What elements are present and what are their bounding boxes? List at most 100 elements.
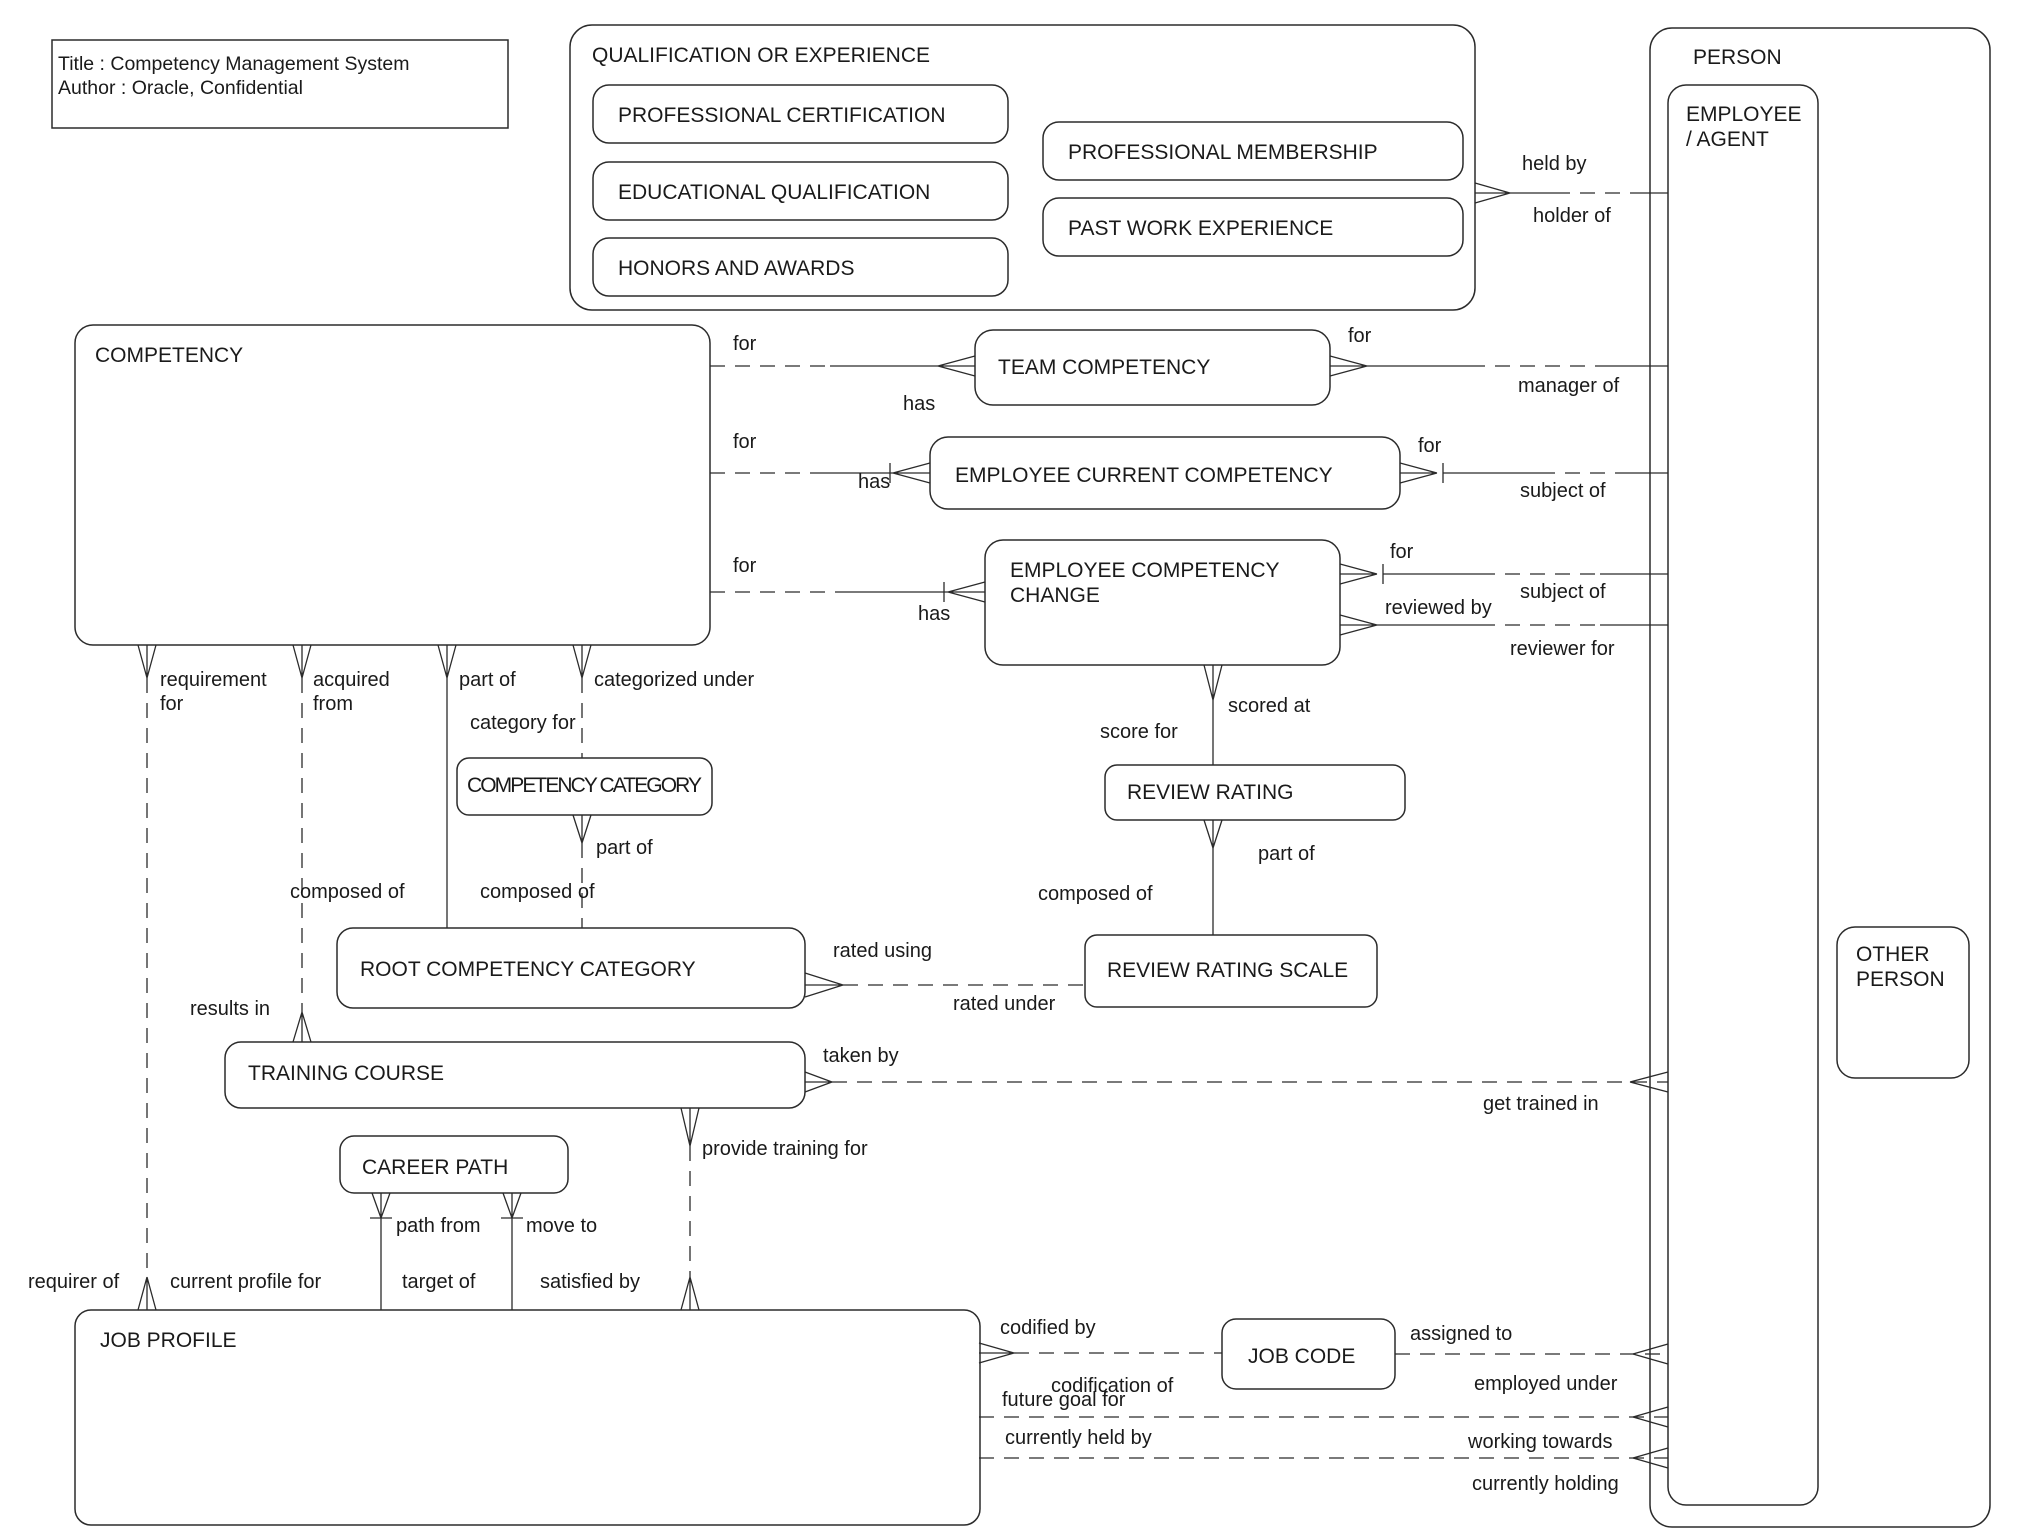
label-other-person-line2: PERSON <box>1856 968 1945 991</box>
label-person: PERSON <box>1693 46 1782 69</box>
crowfoot-path-from <box>371 1192 391 1219</box>
entity-past-work-experience <box>1042 197 1464 257</box>
rel-satisfied-by: satisfied by <box>540 1271 640 1293</box>
crowfoot-requirer-of <box>137 1276 157 1311</box>
diagram-title-text: Title : Competency Management System <box>58 53 410 75</box>
rel-for-team-right: for <box>1348 325 1372 347</box>
entity-educational-qualification <box>592 161 1009 221</box>
label-review-rating-scale: REVIEW RATING SCALE <box>1107 959 1348 982</box>
entity-training-course <box>224 1041 806 1109</box>
rel-held-by: held by <box>1522 153 1587 175</box>
label-past-work-experience: PAST WORK EXPERIENCE <box>1068 217 1333 240</box>
diagram-author-text: Author : Oracle, Confidential <box>58 77 303 99</box>
label-training-course: TRAINING COURSE <box>248 1062 444 1085</box>
rel-for-team-left: for <box>733 333 757 355</box>
rel-subject-of-2: subject of <box>1520 581 1606 603</box>
crowfoot-categorized-under <box>572 644 592 679</box>
crowfoot-team-left <box>937 355 976 377</box>
entity-employee-competency-change <box>984 539 1341 666</box>
rel-categorized-under: categorized under <box>594 669 754 691</box>
rel-move-to: move to <box>526 1215 597 1237</box>
rel-path-from: path from <box>396 1215 480 1237</box>
label-competency: COMPETENCY <box>95 344 243 367</box>
crowfoot-move-to <box>502 1192 522 1219</box>
label-employee-current-competency: EMPLOYEE CURRENT COMPETENCY <box>955 464 1333 487</box>
rel-for-ecc-right: for <box>1418 435 1442 457</box>
rel-reviewer-for: reviewer for <box>1510 638 1615 660</box>
entity-team-competency <box>974 329 1331 406</box>
crowfoot-codified-by <box>978 1342 1015 1364</box>
crowfoot-ecc-right <box>1399 462 1438 484</box>
rel-future-goal-for: future goal for <box>1002 1389 1126 1411</box>
crowfoot-satisfied-by <box>680 1276 700 1311</box>
relationship-lines <box>137 182 1669 1469</box>
rel-scored-at: scored at <box>1228 695 1311 717</box>
crowfoot-change-right-bottom <box>1339 614 1378 636</box>
label-employee-competency-change-line1: EMPLOYEE COMPETENCY <box>1010 559 1280 582</box>
rel-composed-of-root2: composed of <box>480 881 595 903</box>
rel-currently-held-by: currently held by <box>1005 1427 1152 1449</box>
rel-category-for: category for <box>470 712 576 734</box>
crowfoot-part-of-category <box>572 814 592 844</box>
crowfoot-rating-part-of <box>1203 819 1223 849</box>
rel-results-in: results in <box>190 998 270 1020</box>
label-job-code: JOB CODE <box>1248 1345 1355 1368</box>
rel-employed-under: employed under <box>1474 1373 1618 1395</box>
rel-subject-of-1: subject of <box>1520 480 1606 502</box>
label-root-competency-category: ROOT COMPETENCY CATEGORY <box>360 958 696 981</box>
rel-composed-of-root1: composed of <box>290 881 405 903</box>
rel-codified-by: codified by <box>1000 1317 1096 1339</box>
rel-has-team: has <box>903 393 935 415</box>
label-other-person-line1: OTHER <box>1856 943 1930 966</box>
entity-career-path <box>339 1135 569 1194</box>
rel-for-ecc-left: for <box>733 431 757 453</box>
rel-acquired-line1: acquired <box>313 669 390 691</box>
crowfoot-get-trained-in <box>1629 1071 1669 1093</box>
crowfoot-provide-training <box>680 1107 700 1147</box>
label-team-competency: TEAM COMPETENCY <box>998 356 1210 379</box>
label-employee-competency-change-line2: CHANGE <box>1010 584 1100 607</box>
rel-score-for: score for <box>1100 721 1178 743</box>
rel-currently-holding: currently holding <box>1472 1473 1619 1495</box>
crowfoot-ecc-left <box>892 462 931 484</box>
rel-target-of: target of <box>402 1271 476 1293</box>
rel-working-towards: working towards <box>1467 1431 1613 1453</box>
rel-assigned-to: assigned to <box>1410 1323 1512 1345</box>
rel-acquired-line2: from <box>313 693 353 715</box>
label-competency-category: COMPETENCY CATEGORY <box>467 774 702 797</box>
crowfoot-change-left <box>947 581 986 603</box>
crowfoot-scored-at <box>1203 664 1223 701</box>
entity-competency <box>74 324 711 646</box>
crowfoot-currently-holding <box>1632 1447 1669 1469</box>
rel-rated-using: rated using <box>833 940 932 962</box>
crowfoot-taken-by <box>804 1071 833 1093</box>
rel-part-of-competency: part of <box>459 669 516 691</box>
entity-employee-agent <box>1667 84 1819 1506</box>
crowfoot-team-right <box>1329 355 1368 377</box>
rel-part-of-rating: part of <box>1258 843 1315 865</box>
rel-codification-of: codification of <box>1051 1375 1174 1397</box>
rel-current-profile-for: current profile for <box>170 1271 322 1293</box>
diagram-title-box <box>51 39 509 129</box>
label-honors-and-awards: HONORS AND AWARDS <box>618 257 854 280</box>
entity-professional-certification <box>592 84 1009 144</box>
rel-requirement-line1: requirement <box>160 669 267 691</box>
entity-professional-membership <box>1042 121 1464 181</box>
label-employee-line1: EMPLOYEE <box>1686 103 1802 126</box>
rel-part-of-category: part of <box>596 837 653 859</box>
rel-manager-of: manager of <box>1518 375 1620 397</box>
entity-review-rating <box>1104 764 1406 821</box>
rel-requirement-line2: for <box>160 693 184 715</box>
entity-competency-category <box>456 757 713 816</box>
crowfoot-results-in <box>292 1011 312 1043</box>
label-employee-line2: / AGENT <box>1686 128 1769 151</box>
label-professional-certification: PROFESSIONAL CERTIFICATION <box>618 104 946 127</box>
crowfoot-assigned-to <box>1632 1343 1669 1365</box>
rel-taken-by: taken by <box>823 1045 899 1067</box>
crowfoot-acquired-from <box>292 644 312 679</box>
label-review-rating: REVIEW RATING <box>1127 781 1293 804</box>
label-qualification-or-experience: QUALIFICATION OR EXPERIENCE <box>592 44 930 67</box>
crowfoot-working-towards <box>1632 1406 1669 1428</box>
